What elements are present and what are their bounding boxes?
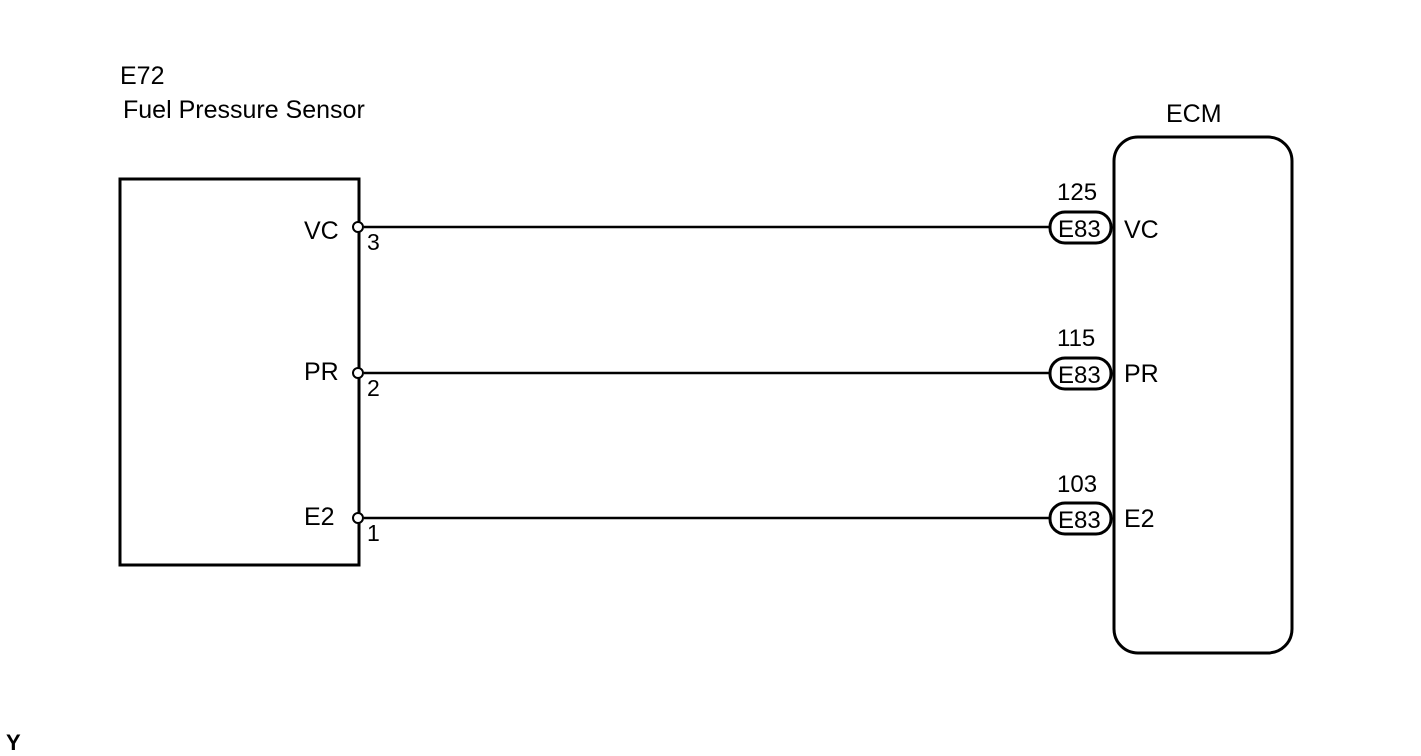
sensor-pin-number: 3 bbox=[367, 229, 380, 255]
sensor-terminal-label: E2 bbox=[304, 503, 335, 531]
ecm-terminal-label: VC bbox=[1124, 216, 1159, 244]
wire-e2: E2 1 103 E83 E2 bbox=[304, 471, 1155, 546]
sensor-terminal-label: PR bbox=[304, 358, 339, 386]
ecm-name: ECM bbox=[1166, 100, 1222, 128]
connector-label: E83 bbox=[1058, 507, 1101, 534]
ecm-terminal-label: E2 bbox=[1124, 505, 1155, 533]
sensor-pin-terminal bbox=[352, 221, 364, 233]
connector-oval bbox=[1048, 501, 1113, 536]
connector-label: E83 bbox=[1058, 216, 1101, 243]
wire-vc: VC 3 125 E83 VC bbox=[304, 179, 1159, 255]
sensor-code: E72 bbox=[120, 62, 164, 90]
sensor-pin-terminal bbox=[352, 512, 364, 524]
ecm-pin-number: 125 bbox=[1057, 179, 1097, 206]
connector-oval bbox=[1048, 356, 1113, 391]
wire-pr: PR 2 115 E83 PR bbox=[304, 325, 1159, 401]
ecm-pin-number: 103 bbox=[1057, 471, 1097, 498]
connector-label: E83 bbox=[1058, 362, 1101, 389]
sensor-terminal-label: VC bbox=[304, 217, 339, 245]
sensor-pin-number: 1 bbox=[367, 520, 380, 546]
connector-oval bbox=[1048, 210, 1113, 245]
ecm-terminal-label: PR bbox=[1124, 360, 1159, 388]
ecm-pin-number: 115 bbox=[1057, 325, 1095, 352]
sensor-pin-number: 2 bbox=[367, 375, 380, 401]
ecm-box bbox=[1112, 135, 1294, 655]
sensor-name: Fuel Pressure Sensor bbox=[123, 96, 365, 124]
sensor-pin-terminal bbox=[352, 367, 364, 379]
footnote-marker: Y bbox=[6, 730, 21, 755]
